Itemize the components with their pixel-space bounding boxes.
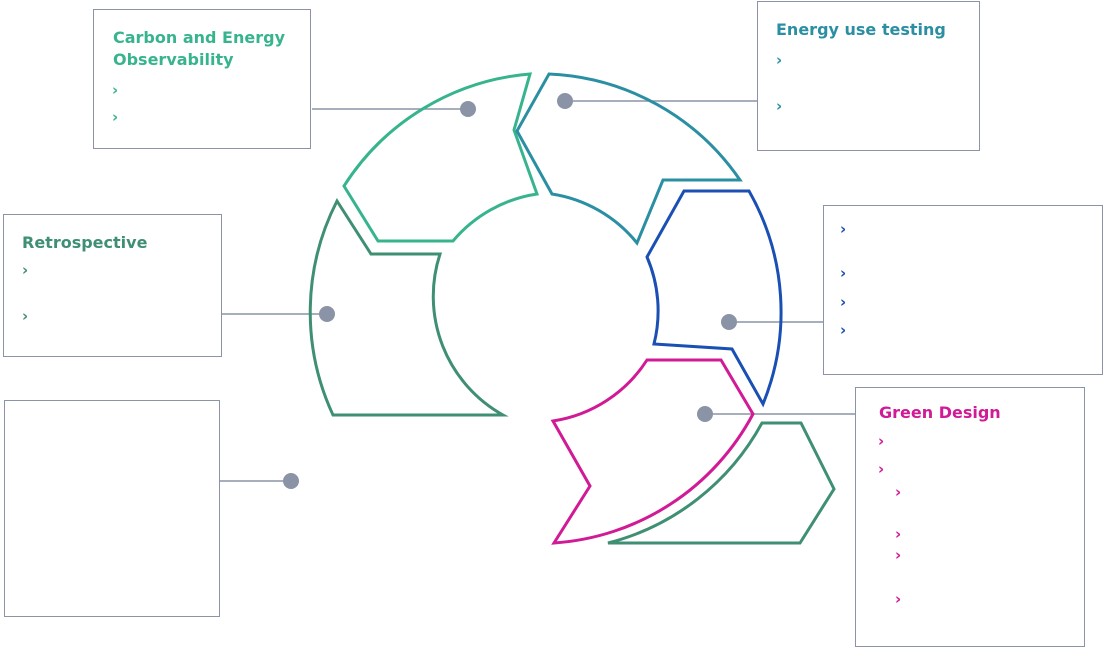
dot-retro <box>319 306 335 322</box>
chevron-right-icon: › <box>22 307 29 325</box>
box-title: Retrospective <box>22 233 148 252</box>
chevron-right-icon: › <box>112 81 119 99</box>
segment-carbon-observability <box>342 72 540 243</box>
segment-green-arrow <box>607 421 836 545</box>
chevron-right-icon: › <box>840 293 847 311</box>
chevron-right-icon: › <box>878 460 885 478</box>
chevron-right-icon: › <box>895 546 902 564</box>
chevron-right-icon: › <box>895 590 902 608</box>
chevron-right-icon: › <box>895 483 902 501</box>
chevron-right-icon: › <box>878 432 885 450</box>
chevron-right-icon: › <box>895 525 902 543</box>
chevron-right-icon: › <box>840 220 847 238</box>
dot-empty <box>283 473 299 489</box>
box-title: Energy use testing <box>776 20 946 39</box>
box-empty <box>4 400 220 617</box>
chevron-right-icon: › <box>840 321 847 339</box>
box-blue-stage: › › › › <box>823 205 1103 375</box>
dot-energy <box>557 93 573 109</box>
box-title: Carbon and Energy Observability <box>113 28 285 69</box>
chevron-right-icon: › <box>112 108 119 126</box>
dot-blue <box>721 314 737 330</box>
box-retrospective: Retrospective › › <box>3 214 222 357</box>
dot-green-design <box>697 406 713 422</box>
dot-carbon <box>460 101 476 117</box>
segment-blue <box>645 189 783 408</box>
box-carbon-observability: Carbon and Energy Observability › › <box>93 9 311 149</box>
segment-green-design <box>550 358 755 545</box>
segment-retrospective <box>308 197 509 417</box>
box-title: Green Design <box>879 403 1001 422</box>
chevron-right-icon: › <box>22 261 29 279</box>
chevron-right-icon: › <box>776 51 783 69</box>
chevron-right-icon: › <box>840 264 847 282</box>
chevron-right-icon: › <box>776 97 783 115</box>
segment-energy-use-testing <box>515 72 743 246</box>
box-green-design: Green Design › › › › › › <box>855 387 1085 647</box>
box-energy-use-testing: Energy use testing › › <box>757 1 980 151</box>
